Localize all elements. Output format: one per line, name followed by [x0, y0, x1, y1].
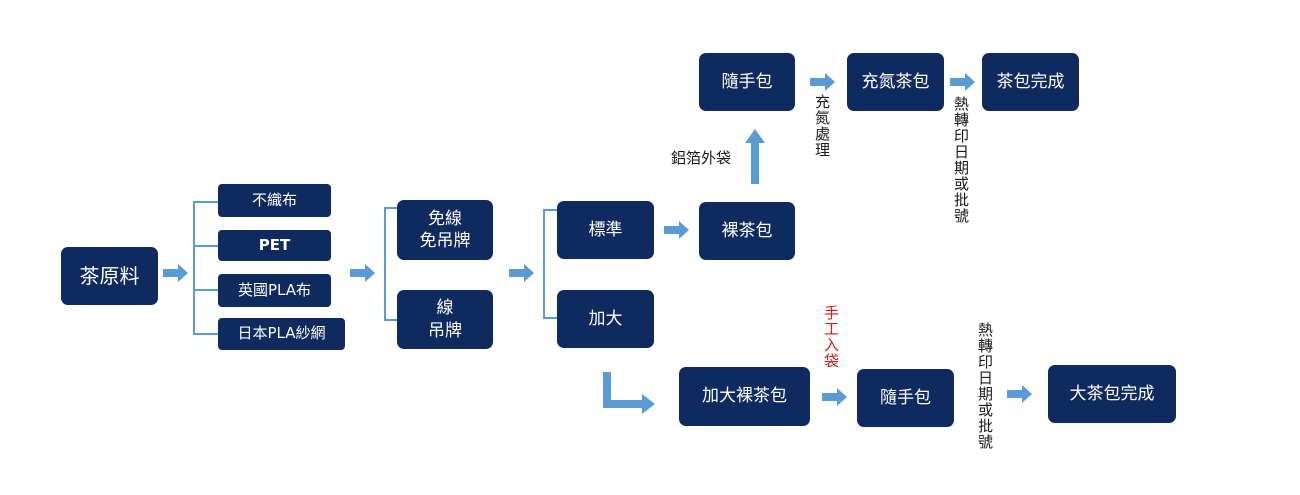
string-bracket	[384, 207, 397, 321]
nonwoven-box[interactable]: 不織布	[218, 184, 331, 217]
arrow-nitrogen-to-done	[950, 73, 975, 91]
arrow-naked-to-pouch	[745, 129, 765, 184]
size-bracket	[543, 209, 557, 319]
arrow-string-to-size	[509, 264, 534, 282]
string-tag-box[interactable]: 線 吊牌	[397, 290, 493, 349]
no-string-box[interactable]: 免線 免吊牌	[397, 200, 493, 260]
jp-pla-box[interactable]: 日本PLA紗網	[218, 318, 345, 350]
nitrogen-bag-box[interactable]: 充氮茶包	[847, 53, 944, 111]
large-naked-box[interactable]: 加大裸茶包	[679, 367, 810, 426]
large-box[interactable]: 加大	[557, 290, 654, 348]
standard-box[interactable]: 標準	[557, 201, 654, 259]
pet-box[interactable]: PET	[218, 230, 331, 261]
arrow-standard-to-naked	[664, 221, 689, 239]
arrow-pouch-to-large-done	[1007, 385, 1032, 403]
nitrogen-process-label: 充氮處理	[813, 94, 831, 158]
pouch-bottom-box[interactable]: 隨手包	[857, 369, 954, 427]
arrow-material-to-string	[350, 264, 375, 282]
bag-done-box[interactable]: 茶包完成	[982, 53, 1079, 111]
uk-pla-box[interactable]: 英國PLA布	[218, 274, 331, 307]
arrow-large-naked-to-pouch	[822, 388, 847, 406]
arrow-pouch-to-nitrogen	[810, 73, 835, 91]
hand-bagging-label: 手工入袋	[822, 305, 840, 369]
large-done-box[interactable]: 大茶包完成	[1048, 365, 1176, 423]
naked-bag-box[interactable]: 裸茶包	[699, 202, 795, 260]
pouch-top-box[interactable]: 隨手包	[699, 53, 795, 111]
heat-print-top-label: 熱轉印日期或批號	[952, 96, 970, 224]
arrow-large-to-large-naked	[603, 372, 655, 414]
material-bracket	[193, 201, 218, 335]
arrow-raw-to-material	[163, 264, 188, 282]
foil-bag-label: 鋁箔外袋	[671, 149, 732, 167]
heat-print-bottom-label: 熱轉印日期或批號	[976, 322, 994, 450]
raw-material-box[interactable]: 茶原料	[61, 247, 158, 305]
